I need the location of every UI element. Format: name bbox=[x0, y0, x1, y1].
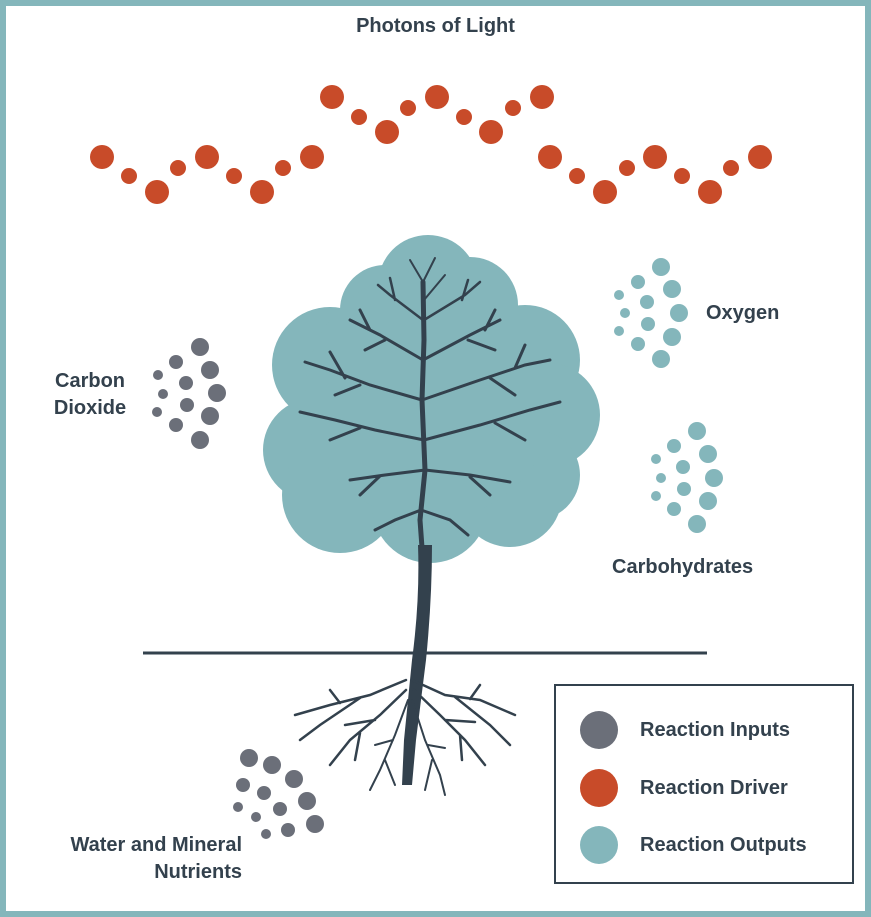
carbon-dioxide-label: Carbon Dioxide bbox=[53, 370, 127, 419]
water-and-mineral-nutrients-label: Water and Mineral Nutrients bbox=[70, 834, 242, 883]
legend-item-reaction-inputs: Reaction Inputs bbox=[580, 710, 790, 750]
reaction-driver-dot-icon bbox=[580, 769, 618, 807]
tree-trunk bbox=[402, 545, 432, 785]
reaction-inputs-dot-icon bbox=[580, 711, 618, 749]
carbohydrate-molecules bbox=[651, 422, 723, 533]
tree-branches bbox=[298, 257, 562, 578]
oxygen-label: Oxygen bbox=[706, 302, 780, 324]
photon-waves bbox=[90, 85, 772, 204]
legend-label: Reaction Driver bbox=[640, 776, 788, 799]
tree-crown bbox=[263, 235, 600, 563]
photons-of-light-label: Photons of Light bbox=[356, 15, 515, 37]
legend-label: Reaction Outputs bbox=[640, 833, 807, 856]
photon-wave-middle bbox=[320, 85, 554, 144]
carbohydrates-label: Carbohydrates bbox=[612, 556, 754, 578]
legend-item-reaction-outputs: Reaction Outputs bbox=[580, 825, 807, 865]
reaction-outputs-dot-icon bbox=[580, 826, 618, 864]
tree-roots bbox=[293, 678, 517, 796]
water-nutrient-molecules bbox=[233, 749, 324, 839]
photon-wave-left bbox=[90, 145, 324, 204]
carbon-dioxide-molecules bbox=[152, 338, 226, 449]
legend: Reaction Inputs Reaction Driver Reaction… bbox=[554, 684, 854, 884]
oxygen-molecules bbox=[614, 258, 688, 368]
legend-item-reaction-driver: Reaction Driver bbox=[580, 768, 788, 808]
legend-label: Reaction Inputs bbox=[640, 718, 791, 741]
photon-wave-right bbox=[538, 145, 772, 204]
